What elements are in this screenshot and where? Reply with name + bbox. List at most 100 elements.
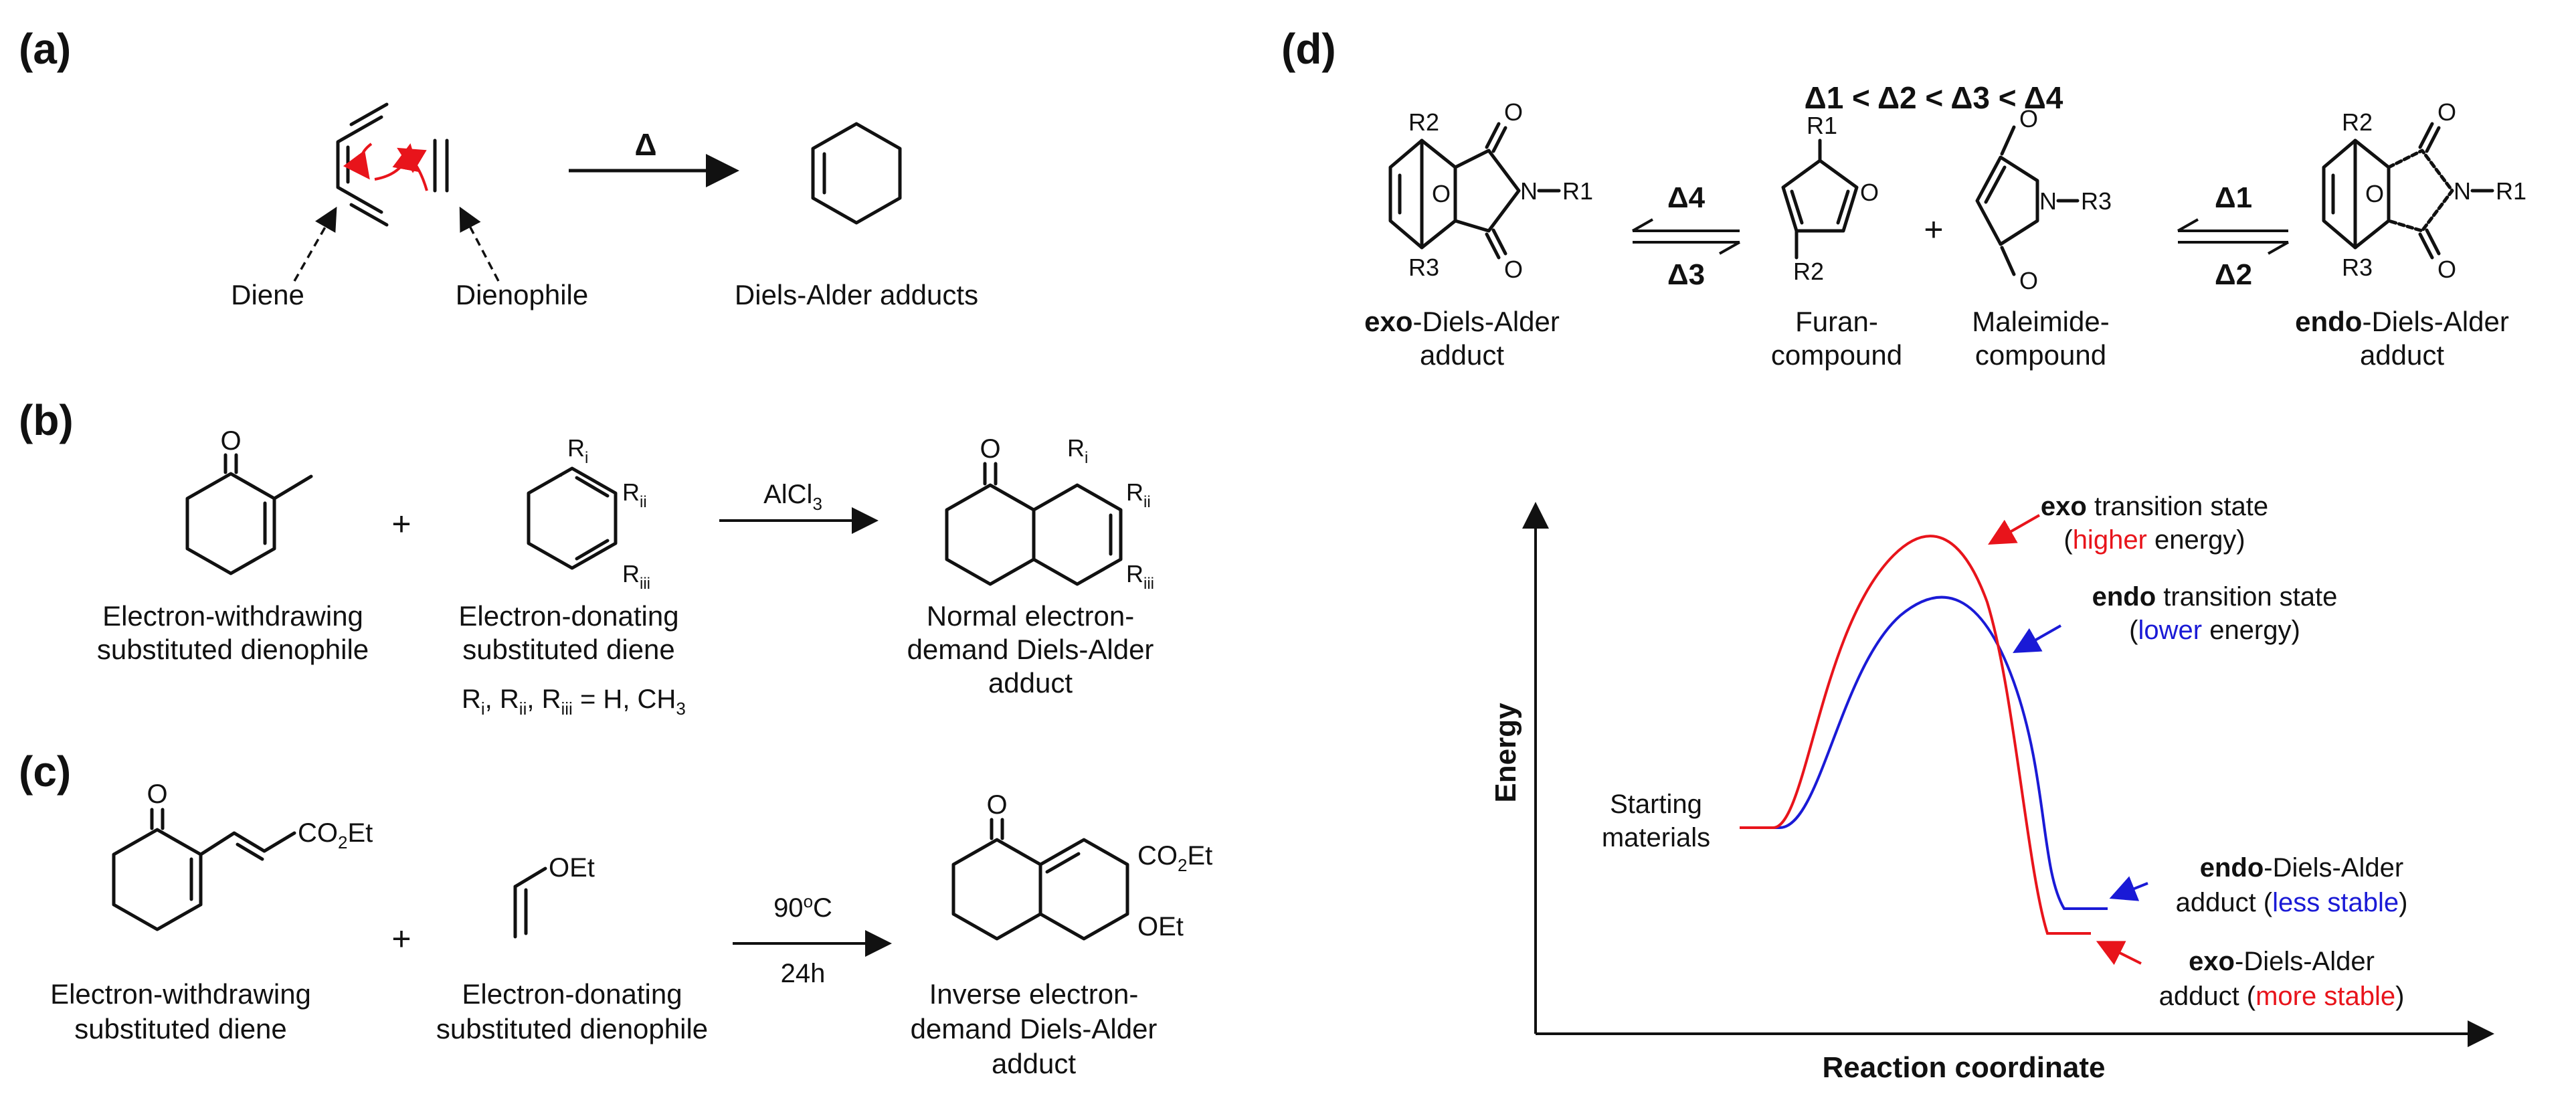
svg-text:O: O: [986, 790, 1007, 820]
svg-text:R3: R3: [1408, 254, 1439, 281]
exo-product-label-2: adduct (more stable): [2159, 982, 2405, 1011]
svg-text:R3: R3: [2342, 254, 2373, 281]
dienophile-structure: [433, 139, 449, 193]
energy-diagram: Energy Reaction coordinate Starting mate…: [1489, 492, 2494, 1084]
exo-product-label-1: exo-Diels-Alder: [2189, 947, 2375, 976]
diene-pointer: [293, 206, 337, 282]
b-product-caption-3: adduct: [988, 667, 1073, 699]
plus-sign-b: +: [391, 505, 411, 543]
heat-label: Δ: [634, 127, 656, 162]
c-diene-caption-1: Electron-withdrawing: [50, 978, 311, 1010]
svg-text:O: O: [1432, 180, 1451, 207]
c-dienophile-caption-2: substituted dienophile: [436, 1013, 708, 1044]
exo-adduct-caption-1: exo-Diels-Alder: [1364, 306, 1560, 337]
svg-text:N: N: [2039, 187, 2057, 215]
svg-text:O: O: [2019, 267, 2038, 294]
exo-product-pointer: [2096, 941, 2142, 966]
right-equilibrium-arrows: [2177, 218, 2289, 255]
exo-ts-pointer: [1988, 514, 2040, 545]
temperature-label: 90oC: [773, 891, 832, 923]
plus-sign-d: +: [1924, 211, 1943, 248]
svg-text:O: O: [2437, 256, 2456, 283]
svg-text:CO2Et: CO2Et: [1137, 841, 1212, 875]
exo-ts-label-1: exo transition state: [2041, 492, 2268, 521]
maleimide-caption-1: Maleimide-: [1972, 306, 2109, 337]
plus-sign-c: +: [391, 920, 411, 957]
exo-energy-curve: [1740, 535, 2091, 935]
endo-adduct-structure: O O O N R1 R2 R3: [2322, 98, 2526, 283]
starting-materials-label-1: Starting: [1610, 790, 1702, 819]
maleimide-structure: O O N R3: [1975, 105, 2112, 294]
endo-ts-label-1: endo transition state: [2092, 582, 2338, 612]
x-axis-label: Reaction coordinate: [1823, 1051, 2106, 1084]
svg-text:O: O: [1504, 98, 1523, 126]
svg-text:OEt: OEt: [1137, 912, 1184, 941]
endo-adduct-caption-2: adduct: [2360, 339, 2444, 371]
svg-text:O: O: [2437, 98, 2456, 126]
alcl3-label: AlCl3: [763, 480, 822, 514]
panel-c-label: (c): [19, 747, 71, 796]
b-diene-caption-2: substituted diene: [462, 634, 675, 665]
svg-text:O: O: [2019, 105, 2038, 132]
inverse-da-product: O CO2Et OEt: [951, 790, 1212, 941]
svg-text:R2: R2: [2342, 108, 2373, 136]
svg-text:O: O: [980, 434, 1000, 464]
svg-text:Riii: Riii: [622, 560, 650, 593]
exo-ts-label-2: (higher energy): [2063, 525, 2245, 555]
starting-materials-label-2: materials: [1602, 823, 1710, 852]
svg-text:O: O: [1860, 179, 1879, 206]
endo-ts-pointer: [2013, 624, 2061, 653]
substituted-diene: Ri Rii Riii: [527, 434, 650, 593]
furan-caption-1: Furan-: [1795, 306, 1878, 337]
electron-flow-arrows: [343, 143, 428, 191]
svg-text:OEt: OEt: [549, 853, 595, 883]
diene-label: Diene: [231, 279, 304, 310]
b-diene-caption-1: Electron-donating: [458, 600, 678, 632]
furan-caption-2: compound: [1771, 339, 1902, 371]
b-product-caption-2: demand Diels-Alder: [907, 634, 1154, 665]
c-product-caption-3: adduct: [992, 1048, 1076, 1079]
delta-order: Δ1 < Δ2 < Δ3 < Δ4: [1805, 80, 2063, 115]
svg-text:R2: R2: [1408, 108, 1439, 136]
y-axis-label: Energy: [1489, 703, 1522, 803]
c-dienophile-caption-1: Electron-donating: [462, 978, 682, 1010]
panel-b: (b) O Electron-withdrawing substituted d…: [19, 396, 1154, 719]
svg-text:R1: R1: [1562, 177, 1593, 205]
delta3-label: Δ3: [1667, 258, 1705, 291]
dienophile-pointer: [459, 206, 500, 282]
endo-product-label-2: adduct (less stable): [2176, 888, 2408, 917]
panel-a: (a) Diene Dienophile Δ Diels-Alder adduc…: [19, 25, 978, 310]
svg-text:CO2Et: CO2Et: [298, 818, 373, 852]
svg-text:O: O: [1504, 256, 1523, 283]
c-diene-caption-2: substituted diene: [74, 1013, 287, 1044]
svg-text:O: O: [2365, 180, 2384, 207]
endo-adduct-caption-1: endo-Diels-Alder: [2295, 306, 2509, 337]
panel-d-label: (d): [1281, 25, 1336, 73]
endo-product-label-1: endo-Diels-Alder: [2200, 853, 2403, 883]
svg-text:O: O: [220, 426, 241, 456]
acrylate-cyclohexenone: O CO2Et: [112, 780, 373, 931]
endo-product-pointer: [2109, 876, 2148, 901]
panel-a-label: (a): [19, 25, 71, 73]
r-group-note: Ri, Rii, Riii = H, CH3: [462, 684, 686, 719]
svg-text:Ri: Ri: [1067, 434, 1088, 467]
c-product-caption-2: demand Diels-Alder: [911, 1013, 1158, 1044]
panel-c: (c) O CO2Et Electron-withdrawing substit…: [19, 747, 1212, 1079]
furan-structure: O R1 R2: [1781, 112, 1879, 285]
delta2-label: Δ2: [2215, 258, 2252, 291]
adducts-label: Diels-Alder adducts: [735, 279, 978, 310]
ethyl-vinyl-ether: OEt: [513, 853, 595, 939]
delta4-label: Δ4: [1667, 181, 1706, 214]
exo-adduct-caption-2: adduct: [1420, 339, 1504, 371]
cyclohexene-product: [811, 122, 902, 225]
svg-text:Riii: Riii: [1126, 560, 1154, 593]
panel-b-label: (b): [19, 396, 74, 444]
c-product-caption-1: Inverse electron-: [929, 978, 1139, 1010]
panel-d: (d) Δ1 < Δ2 < Δ3 < Δ4 O O O N R1 R2 R3 e…: [1281, 25, 2526, 371]
svg-text:R2: R2: [1793, 258, 1824, 285]
normal-da-product: O Ri Rii Riii: [945, 434, 1154, 593]
svg-text:R1: R1: [1807, 112, 1837, 139]
svg-text:R1: R1: [2496, 177, 2526, 205]
svg-text:N: N: [2454, 177, 2471, 205]
